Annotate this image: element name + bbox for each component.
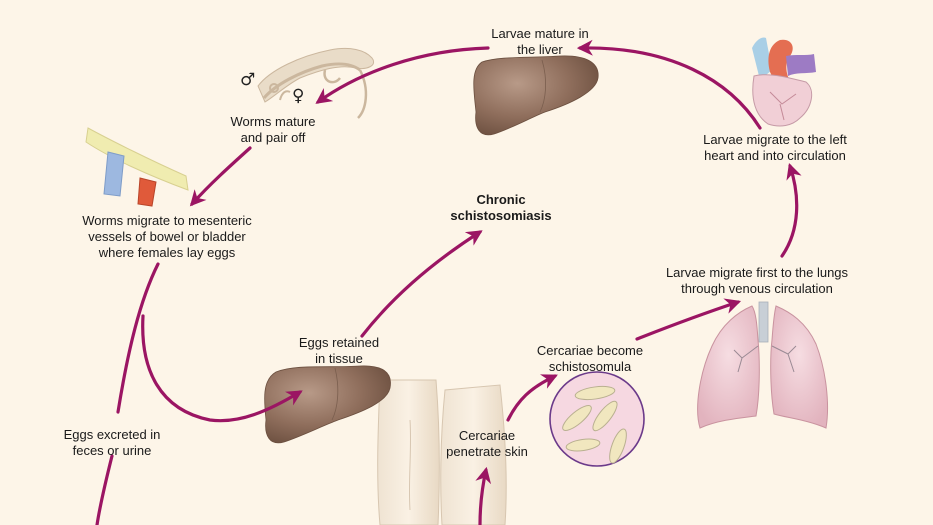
liver-bottom-illustration: [264, 365, 391, 444]
arrow-worms-to-vessels: [189, 146, 252, 207]
arrow-heart-to-liver: [576, 39, 762, 130]
arrow-legs-to-penetrate: [475, 466, 492, 525]
male-symbol: ♂: [240, 70, 256, 90]
label-worms-pair: Worms mature and pair off: [230, 114, 316, 145]
label-lungs: Larvae migrate first to the lungs throug…: [665, 265, 849, 296]
label-larvae-liver: Larvae mature in the liver: [491, 26, 589, 57]
heart-illustration: [752, 37, 816, 127]
arrow-penetrate-to-schistosomula: [506, 374, 558, 422]
arrow-eggs-to-chronic: [360, 230, 483, 338]
lungs-illustration: [697, 301, 828, 429]
schistosomula-circle-illustration: [549, 371, 645, 467]
legs-illustration: [377, 379, 507, 525]
label-cercariae-penetrate: Cercariae penetrate skin: [446, 428, 528, 459]
label-eggs-excreted: Eggs excreted in feces or urine: [63, 427, 161, 458]
cycle-arrows: [95, 39, 802, 525]
mesenteric-vessels-illustration: [85, 127, 189, 207]
arrow-vessels-to-eggs-excreted: [95, 262, 160, 525]
label-eggs-retained: Eggs retained in tissue: [298, 335, 380, 366]
arrow-schistosomula-to-lungs: [635, 298, 742, 341]
label-cercariae-become: Cercariae become schistosomula: [536, 343, 644, 374]
label-left-heart: Larvae migrate to the left heart and int…: [703, 132, 847, 163]
female-symbol: ♀: [292, 86, 305, 106]
liver-top-illustration: [473, 55, 599, 136]
arrow-liver-to-worms: [315, 46, 490, 104]
arrow-vessels-to-liver: [141, 314, 303, 423]
label-worms-migrate: Worms migrate to mesenteric vessels of b…: [82, 213, 252, 260]
adult-worms-illustration: [257, 47, 374, 119]
arrow-lungs-to-heart: [780, 162, 802, 258]
label-chronic-schistosomiasis: Chronic schistosomiasis: [450, 192, 552, 223]
